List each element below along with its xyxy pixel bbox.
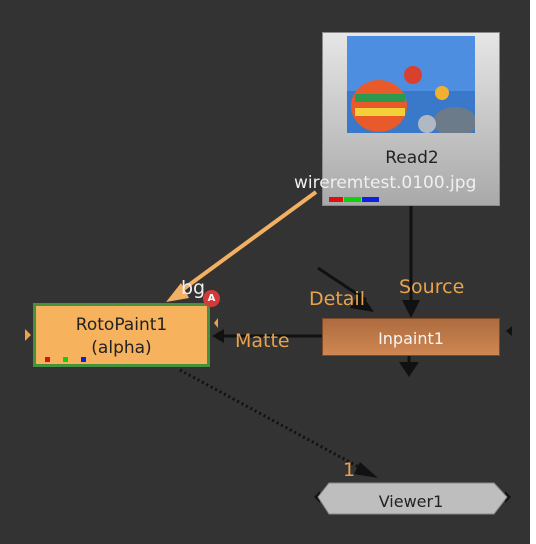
rotopaint-right-input-arrow[interactable] — [214, 318, 218, 328]
read-node-title: Read2 — [385, 148, 439, 168]
read2-node[interactable]: Read2 — [322, 32, 500, 206]
viewer-right-arrow — [505, 491, 511, 503]
channel-green-indicator — [344, 197, 361, 202]
edge-rotopaint-to-viewer[interactable] — [179, 368, 369, 474]
inpaint-right-mask-arrow[interactable] — [506, 326, 512, 336]
source-input-label: Source — [399, 276, 465, 298]
viewer-node-shape[interactable] — [317, 482, 508, 515]
viewer-left-arrow — [314, 491, 320, 503]
rotopaint-title: RotoPaint1 — [75, 315, 168, 335]
inpaint-output-arrowhead — [399, 362, 419, 377]
detail-input-label: Detail — [309, 288, 365, 310]
channel-blue-indicator — [81, 357, 86, 362]
rotopaint-left-mask-arrow[interactable] — [25, 329, 31, 341]
matte-input-label: Matte — [235, 330, 290, 352]
source-arrowhead — [402, 300, 420, 318]
viewer-input-arrowhead — [354, 462, 378, 478]
matte-arrowhead — [212, 329, 224, 343]
inpaint-title: Inpaint1 — [378, 329, 444, 348]
channel-green-indicator — [63, 357, 68, 362]
read-thumbnail-image — [347, 36, 475, 133]
channel-red-indicator — [45, 357, 50, 362]
detail-input-stub[interactable] — [317, 266, 367, 302]
rotopaint-channel: (alpha) — [91, 338, 152, 358]
bg-arrowhead — [166, 283, 189, 302]
rotopaint1-node[interactable]: RotoPaint1 (alpha) — [33, 303, 210, 367]
detail-arrowhead — [350, 292, 374, 312]
channel-blue-indicator — [362, 197, 379, 202]
edge-read-to-rotopaint-bg[interactable] — [176, 190, 318, 295]
inpaint1-node[interactable]: Inpaint1 — [322, 318, 500, 356]
read-node-filename: wireremtest.0100.jpg — [294, 173, 477, 193]
rotopaint-badge-icon: A — [203, 290, 220, 307]
viewer-input-number-label: 1 — [343, 459, 356, 481]
bg-input-label: bg — [181, 277, 206, 299]
channel-red-indicator — [329, 197, 343, 202]
viewer1-node-label: Viewer1 — [378, 492, 444, 511]
